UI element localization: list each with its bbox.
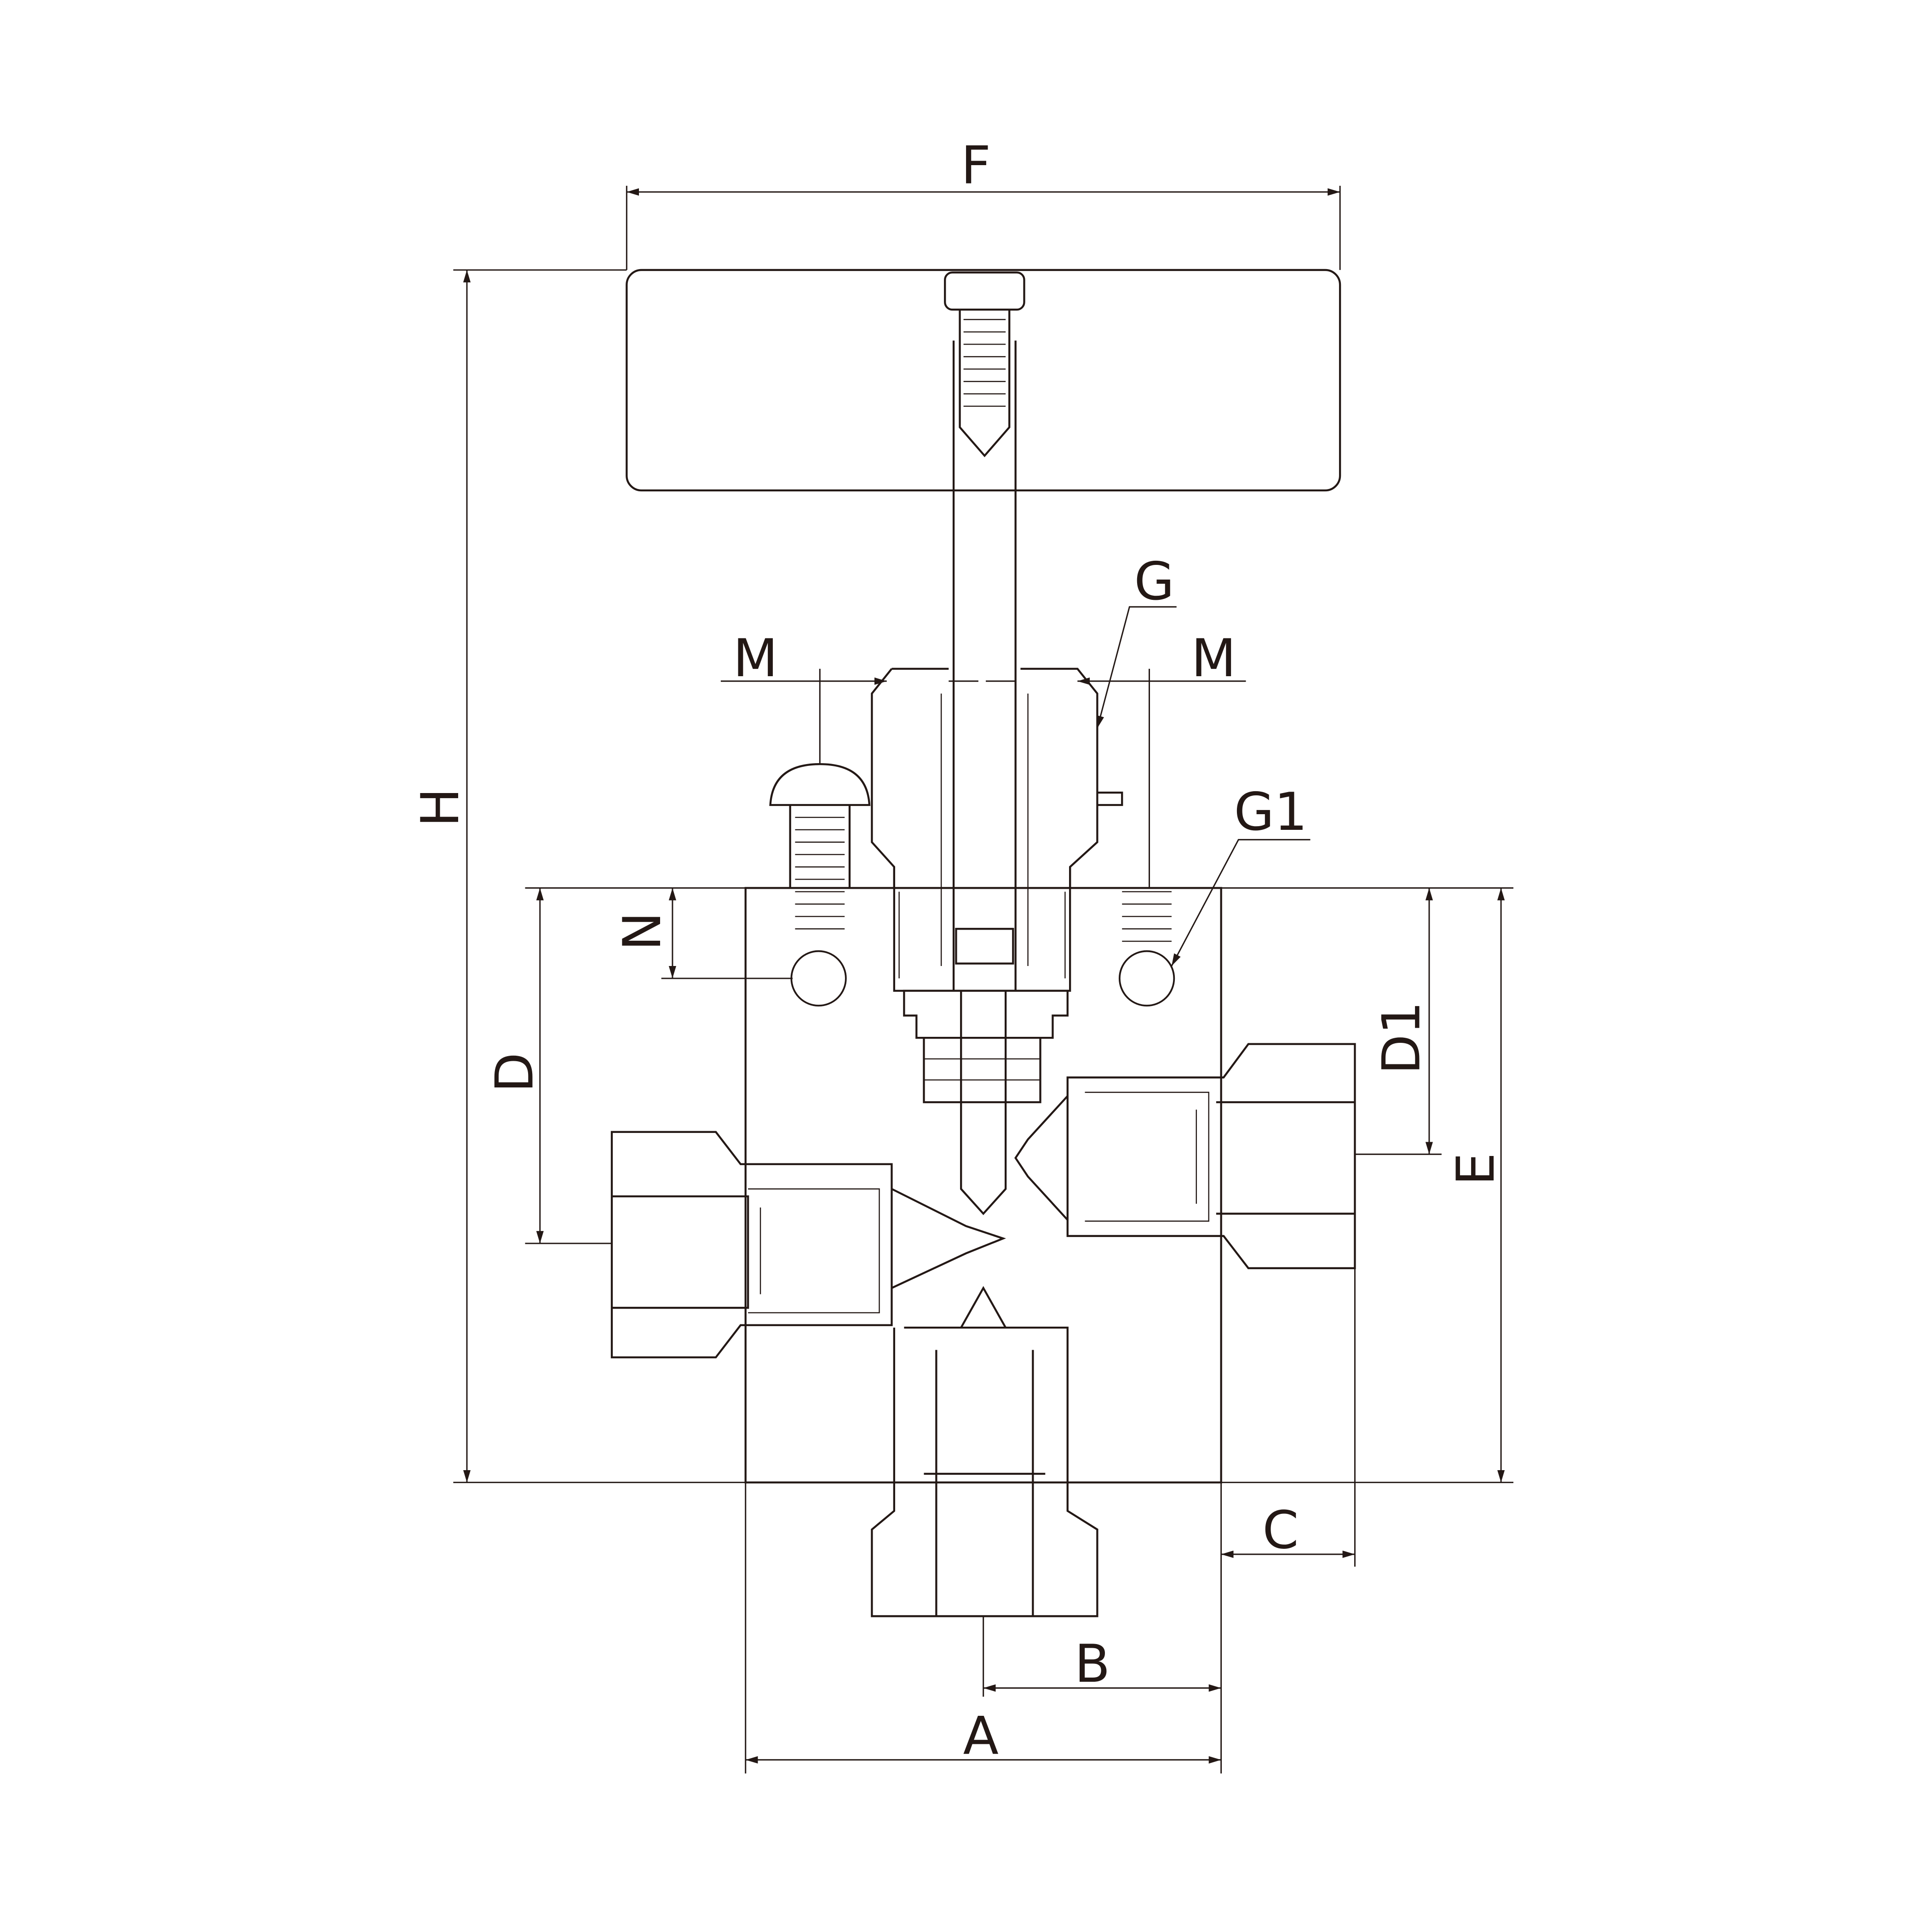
handle xyxy=(626,269,1341,492)
label-B: B xyxy=(1075,1633,1110,1694)
valve-body xyxy=(744,887,1222,1484)
right-plug xyxy=(1118,891,1175,1007)
bonnet xyxy=(871,667,1123,1215)
left-port-fitting xyxy=(610,1131,1006,1358)
label-C: C xyxy=(1262,1500,1299,1560)
label-D1: D1 xyxy=(1371,1001,1432,1075)
right-ball xyxy=(1118,950,1175,1007)
label-A: A xyxy=(963,1705,999,1766)
label-E: E xyxy=(1445,1153,1506,1185)
extension-lines xyxy=(453,185,1514,1774)
right-port-fitting xyxy=(1014,1043,1356,1270)
label-H: H xyxy=(410,788,471,827)
label-D: D xyxy=(484,1052,545,1092)
bottom-port-fitting xyxy=(871,1286,1098,1617)
leader-G xyxy=(1096,606,1177,729)
left-locking-screw xyxy=(769,763,871,1007)
label-G1: G1 xyxy=(1234,782,1308,842)
label-M-right: M xyxy=(1191,628,1236,689)
left-ball xyxy=(790,950,847,1007)
label-F: F xyxy=(961,135,991,196)
stem xyxy=(952,340,1017,991)
label-N: N xyxy=(612,912,673,951)
label-G: G xyxy=(1134,551,1174,612)
label-M-left: M xyxy=(733,628,778,689)
leader-G1 xyxy=(1171,839,1311,966)
